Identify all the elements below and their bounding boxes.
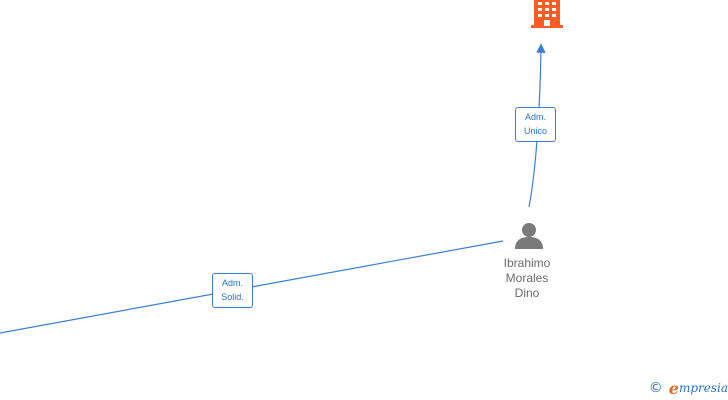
brand-logo-initial: e — [668, 378, 679, 398]
edge-label-adm-unico: Adm. Unico — [515, 107, 556, 142]
brand-footer: © e mpresia — [649, 378, 728, 398]
building-icon[interactable] — [531, 0, 563, 28]
copyright-icon: © — [648, 380, 663, 396]
person-icon[interactable] — [515, 223, 543, 249]
brand-logo-text: mpresia — [678, 381, 728, 395]
edge-label-adm-solid: Adm. Solid. — [212, 273, 253, 308]
person-name[interactable]: Ibrahimo Morales Dino — [503, 256, 551, 300]
